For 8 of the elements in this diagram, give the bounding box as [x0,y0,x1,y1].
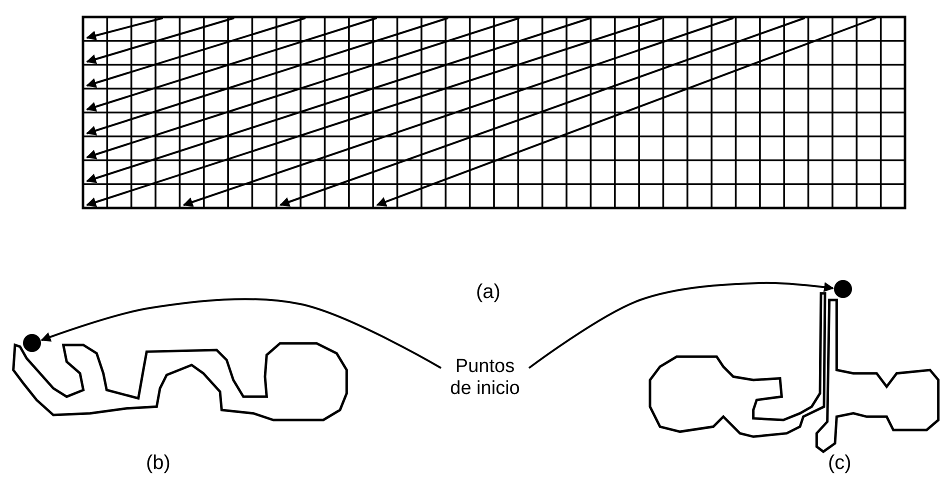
start-point-dot [23,334,41,352]
panel-label: (a) [476,281,500,303]
panel-label: (b) [146,452,170,474]
start-point-dot [834,280,852,298]
arrow [528,282,834,369]
panel-label: (c) [828,452,852,474]
arrow [40,298,442,369]
callout-text: Puntos de inicio [444,356,526,400]
